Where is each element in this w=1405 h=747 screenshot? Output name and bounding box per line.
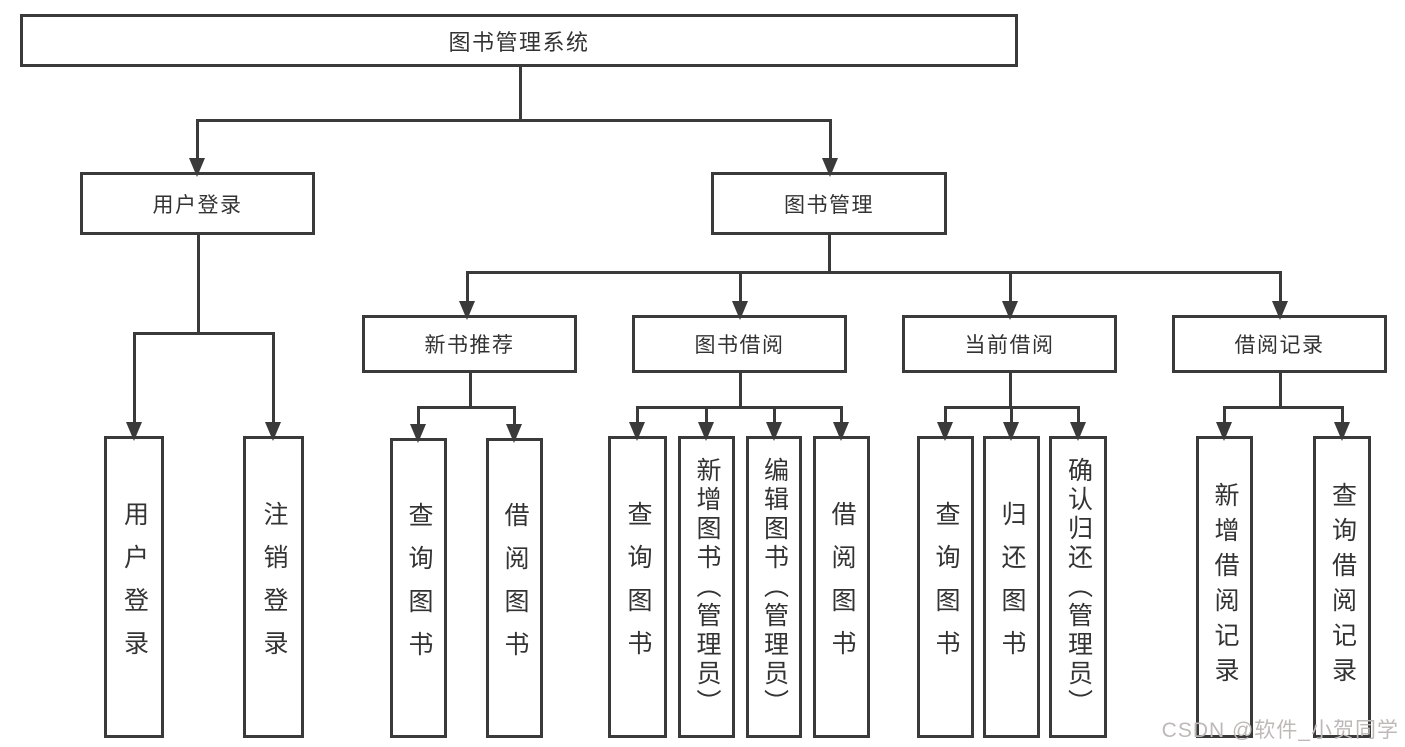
- arrow-down-icon: [937, 422, 953, 441]
- node-label-leaf-return-books: 归还图书: [998, 501, 1026, 673]
- arrow-down-icon: [189, 158, 205, 177]
- node-leaf-query-books-new: 查询图书: [390, 438, 447, 738]
- node-leaf-confirm-return: 确认归还（管理员）: [1049, 436, 1107, 738]
- node-leaf-return-books: 归还图书: [983, 436, 1040, 738]
- arrow-down-icon: [732, 301, 748, 320]
- arrow-down-icon: [698, 422, 714, 441]
- node-label-leaf-edit-books: 编辑图书（管理员）: [760, 456, 789, 718]
- arrow-down-icon: [822, 158, 838, 177]
- arrow-down-icon: [1003, 422, 1019, 441]
- node-label-current-borrow: 当前借阅: [964, 334, 1055, 357]
- node-leaf-query-borrow-record: 查询借阅记录: [1313, 436, 1371, 738]
- connector-drop-book-mgmt-children-0: [465, 272, 469, 304]
- connector-stem-book-borrow-children: [738, 373, 742, 408]
- arrow-down-icon: [629, 422, 645, 441]
- node-leaf-user-login: 用户登录: [104, 436, 164, 738]
- node-leaf-query-books-borrow: 查询图书: [608, 436, 667, 738]
- node-label-borrow-records: 借阅记录: [1234, 334, 1325, 357]
- connector-drop-current-borrow-children-2: [1076, 407, 1080, 425]
- node-book-mgmt: 图书管理: [711, 172, 947, 235]
- arrow-down-icon: [1272, 301, 1288, 320]
- node-label-book-mgmt: 图书管理: [784, 193, 874, 217]
- connector-drop-root-to-level2-1: [828, 120, 832, 161]
- node-label-leaf-logout: 注销登录: [260, 501, 288, 673]
- connector-rail-borrow-records-children: [1222, 405, 1344, 409]
- node-label-leaf-borrow-books-new: 借阅图书: [501, 502, 529, 674]
- node-leaf-edit-books: 编辑图书（管理员）: [746, 436, 802, 738]
- connector-drop-book-borrow-children-3: [839, 407, 843, 425]
- arrow-down-icon: [833, 422, 849, 441]
- node-label-leaf-add-borrow-record: 新增借阅记录: [1211, 482, 1239, 692]
- connector-drop-book-borrow-children-1: [704, 407, 708, 425]
- connector-stem-current-borrow-children: [1008, 373, 1012, 408]
- node-label-leaf-confirm-return: 确认归还（管理员）: [1064, 456, 1093, 718]
- node-leaf-add-borrow-record: 新增借阅记录: [1196, 436, 1253, 738]
- connector-drop-current-borrow-children-1: [1009, 407, 1013, 425]
- watermark: CSDN @软件_小贺同学: [1161, 719, 1399, 742]
- node-label-leaf-query-borrow-record: 查询借阅记录: [1328, 482, 1357, 692]
- connector-stem-root-to-level2: [518, 67, 522, 121]
- connector-rail-new-book-rec-children: [416, 405, 516, 409]
- node-book-borrow: 图书借阅: [632, 315, 847, 373]
- arrow-down-icon: [1216, 422, 1232, 441]
- node-leaf-logout: 注销登录: [243, 436, 304, 738]
- node-leaf-add-books: 新增图书（管理员）: [678, 436, 735, 738]
- arrow-down-icon: [126, 422, 142, 441]
- connector-drop-book-mgmt-children-2: [1008, 272, 1012, 304]
- node-label-leaf-query-books-current: 查询图书: [932, 501, 960, 673]
- node-leaf-query-books-current: 查询图书: [917, 436, 974, 738]
- arrow-down-icon: [1070, 422, 1086, 441]
- node-label-leaf-borrow-books: 借阅图书: [828, 501, 856, 673]
- connector-drop-borrow-records-children-0: [1222, 407, 1226, 425]
- connector-stem-new-book-rec-children: [468, 373, 472, 408]
- arrow-down-icon: [766, 422, 782, 441]
- arrow-down-icon: [459, 301, 475, 320]
- connector-rail-book-mgmt-children: [465, 270, 1282, 274]
- node-leaf-borrow-books: 借阅图书: [813, 436, 870, 738]
- node-label-leaf-query-books-borrow: 查询图书: [624, 501, 652, 673]
- node-label-root: 图书管理系统: [448, 29, 590, 55]
- connector-drop-user-login-children-0: [132, 333, 136, 425]
- node-label-book-borrow: 图书借阅: [694, 334, 785, 357]
- arrow-down-icon: [410, 424, 426, 443]
- node-current-borrow: 当前借阅: [902, 315, 1117, 373]
- connector-rail-book-borrow-children: [635, 405, 843, 409]
- node-root: 图书管理系统: [20, 14, 1018, 67]
- node-new-book-rec: 新书推荐: [362, 315, 577, 373]
- connector-drop-root-to-level2-0: [195, 120, 199, 161]
- connector-rail-user-login-children: [132, 331, 275, 335]
- node-label-leaf-query-books-new: 查询图书: [405, 502, 433, 674]
- connector-stem-user-login-children: [196, 235, 200, 334]
- connector-rail-root-to-level2: [195, 118, 832, 122]
- arrow-down-icon: [1002, 301, 1018, 320]
- connector-drop-user-login-children-1: [271, 333, 275, 425]
- node-label-user-login: 用户登录: [152, 193, 243, 217]
- node-user-login: 用户登录: [80, 172, 315, 235]
- connector-stem-book-mgmt-children: [827, 235, 831, 273]
- node-borrow-records: 借阅记录: [1172, 315, 1387, 373]
- connector-drop-current-borrow-children-0: [943, 407, 947, 425]
- connector-drop-new-book-rec-children-0: [416, 407, 420, 427]
- arrow-down-icon: [506, 424, 522, 443]
- connector-drop-book-mgmt-children-3: [1278, 272, 1282, 304]
- node-label-leaf-add-books: 新增图书（管理员）: [693, 456, 721, 718]
- connector-drop-book-borrow-children-0: [635, 407, 639, 425]
- connector-drop-new-book-rec-children-1: [512, 407, 516, 427]
- connector-drop-book-borrow-children-2: [772, 407, 776, 425]
- connector-drop-book-mgmt-children-1: [738, 272, 742, 304]
- connector-drop-borrow-records-children-1: [1340, 407, 1344, 425]
- arrow-down-icon: [1334, 422, 1350, 441]
- node-label-new-book-rec: 新书推荐: [424, 334, 515, 357]
- connector-stem-borrow-records-children: [1278, 373, 1282, 408]
- node-leaf-borrow-books-new: 借阅图书: [486, 438, 543, 738]
- node-label-leaf-user-login: 用户登录: [120, 501, 149, 673]
- arrow-down-icon: [265, 422, 281, 441]
